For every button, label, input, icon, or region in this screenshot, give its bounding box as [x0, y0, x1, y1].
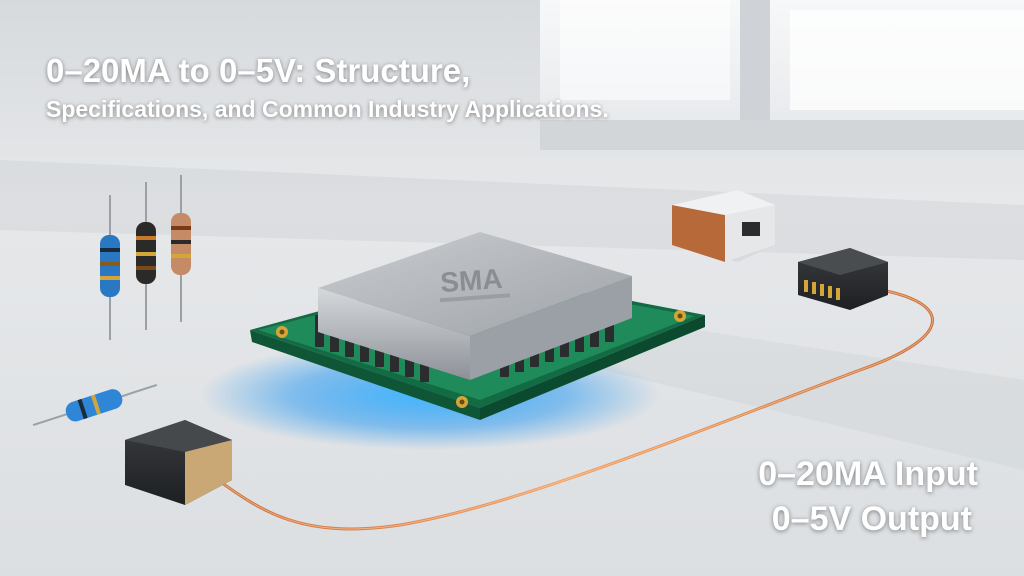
title-line-1: 0–20MA to 0–5V: Structure, — [46, 52, 471, 89]
resistor-tan-standing — [171, 175, 191, 322]
output-label: 0–5V Output — [771, 500, 972, 538]
metal-chip: SMA — [318, 232, 632, 380]
component-black-connector — [798, 248, 888, 310]
component-dark-block — [125, 420, 232, 505]
window-frame — [540, 0, 1024, 150]
component-copper-block — [672, 190, 775, 262]
input-label: 0–20MA Input — [758, 455, 978, 493]
title-line-2: Specifications, and Common Industry Appl… — [46, 96, 609, 122]
chip-marking: SMA — [439, 263, 503, 298]
resistor-blue-standing — [100, 195, 120, 340]
resistor-blue-lying — [32, 383, 158, 427]
resistor-dark-standing — [136, 182, 156, 330]
